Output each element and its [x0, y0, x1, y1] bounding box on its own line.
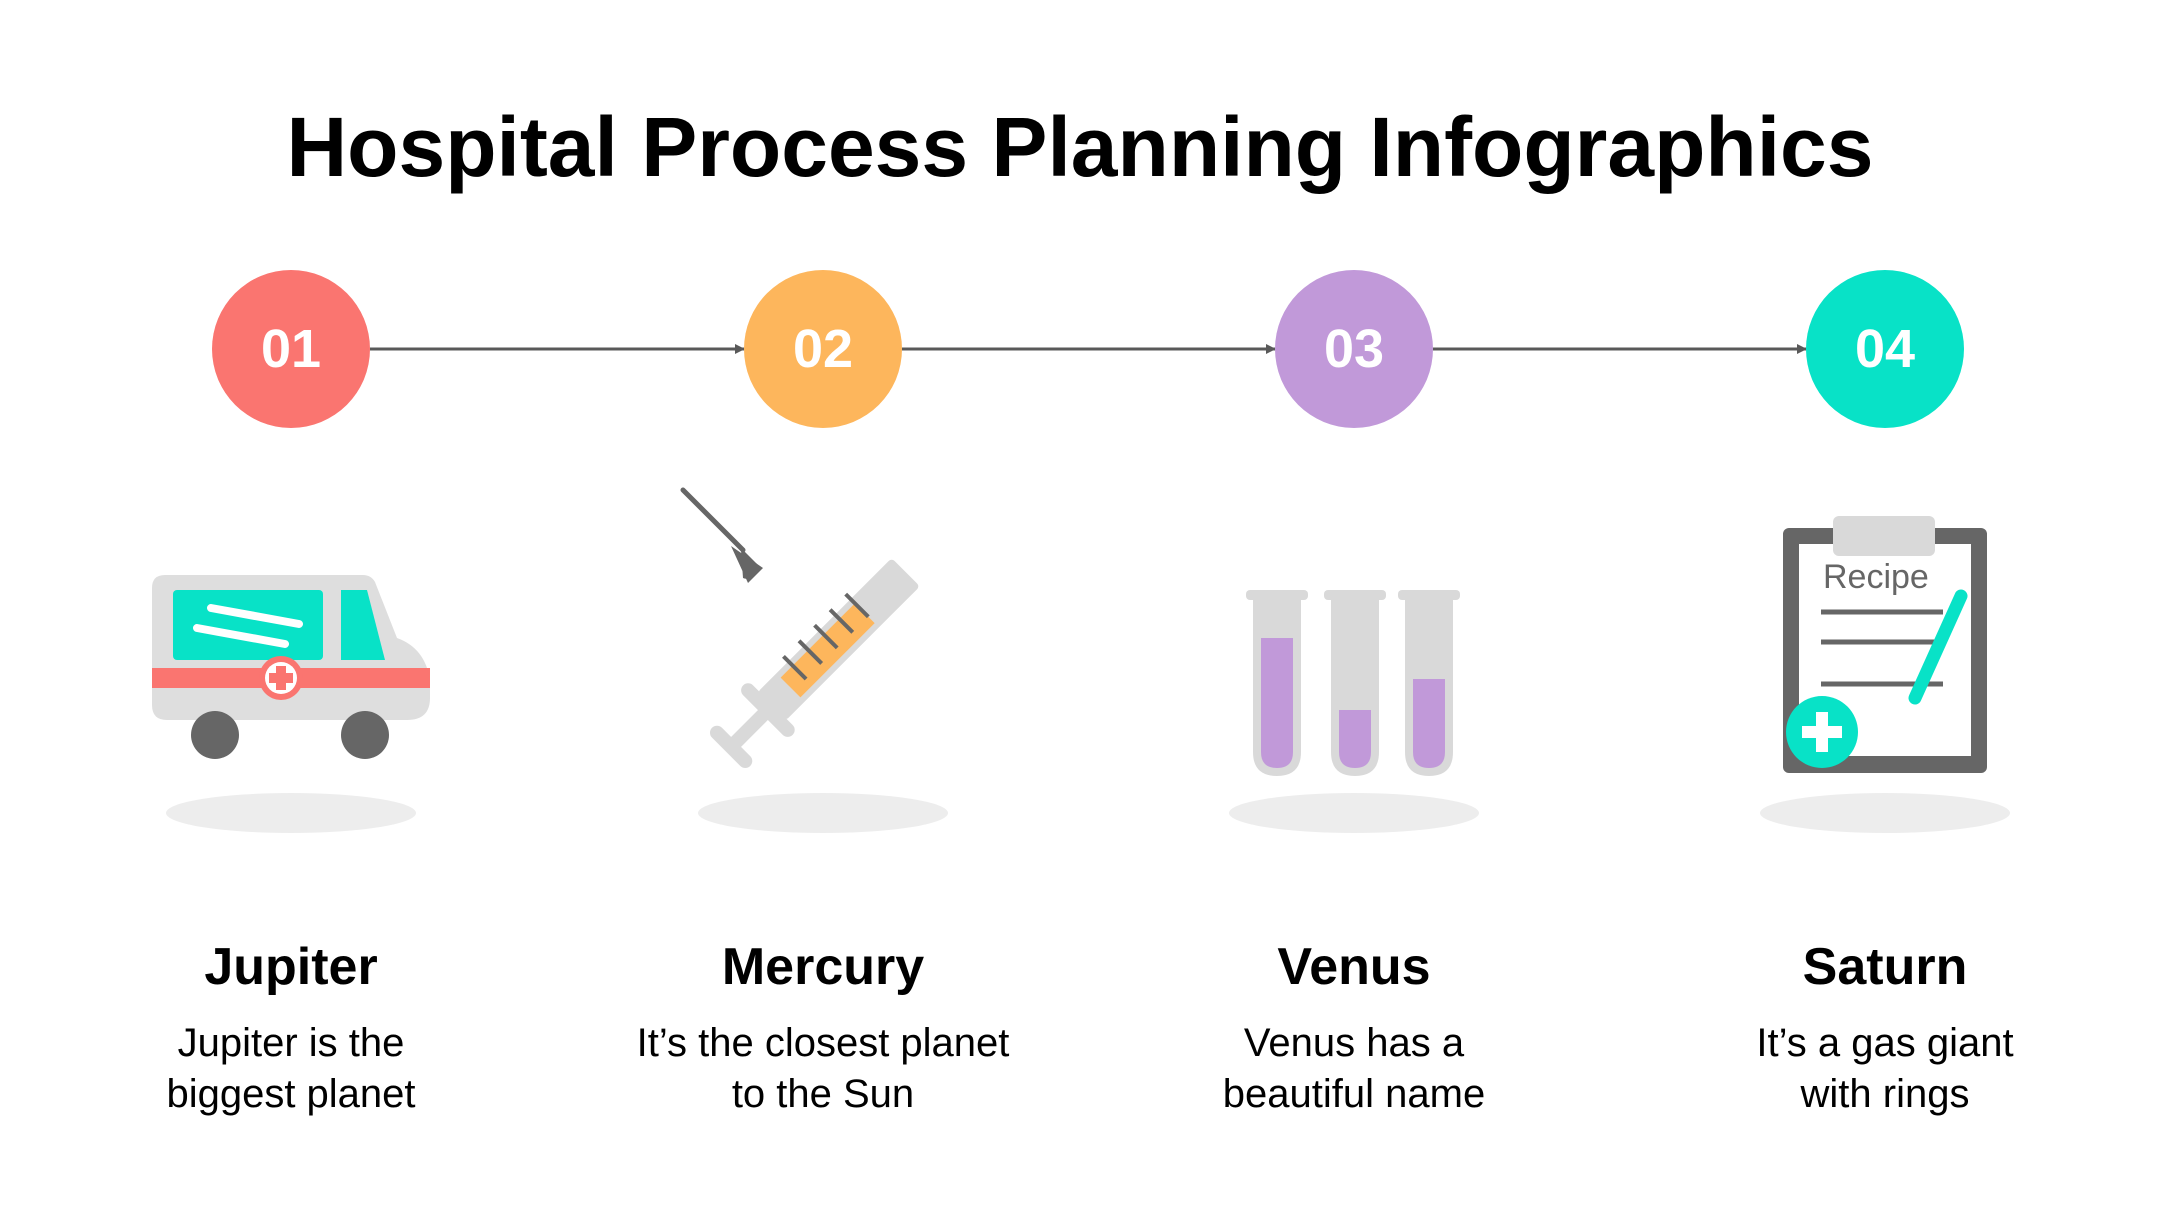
step-badge-4: 04 — [1806, 270, 1964, 428]
syringe-icon — [680, 487, 919, 769]
step-description-2: It’s the closest planet to the Sun — [636, 1021, 1010, 1116]
step-title-3: Venus — [1277, 938, 1431, 996]
step-description-1: Jupiter is the biggest planet — [166, 1021, 416, 1116]
test-tubes-icon — [1246, 590, 1460, 776]
step-title-4: Saturn — [1802, 938, 1968, 996]
clipboard-recipe-label: Recipe — [1823, 558, 1929, 596]
step-description-4: It’s a gas giant with rings — [1756, 1021, 2014, 1116]
step-badge-2: 02 — [744, 270, 902, 428]
step-description-3: Venus has a beautiful name — [1222, 1021, 1486, 1116]
step-title-2: Mercury — [721, 938, 925, 996]
step-title-1: Jupiter — [204, 938, 378, 996]
step-badge-3: 03 — [1275, 270, 1433, 428]
ground-shadow-2 — [698, 793, 948, 833]
ground-shadow-4 — [1760, 793, 2010, 833]
step-badge-1: 01 — [212, 270, 370, 428]
ambulance-icon — [152, 575, 430, 759]
page-title: Hospital Process Planning Infographics — [286, 100, 1874, 194]
ground-shadow-3 — [1229, 793, 1479, 833]
clipboard-icon: Recipe — [1783, 516, 1987, 773]
ground-shadow-1 — [166, 793, 416, 833]
timeline-connectors — [370, 344, 1807, 354]
